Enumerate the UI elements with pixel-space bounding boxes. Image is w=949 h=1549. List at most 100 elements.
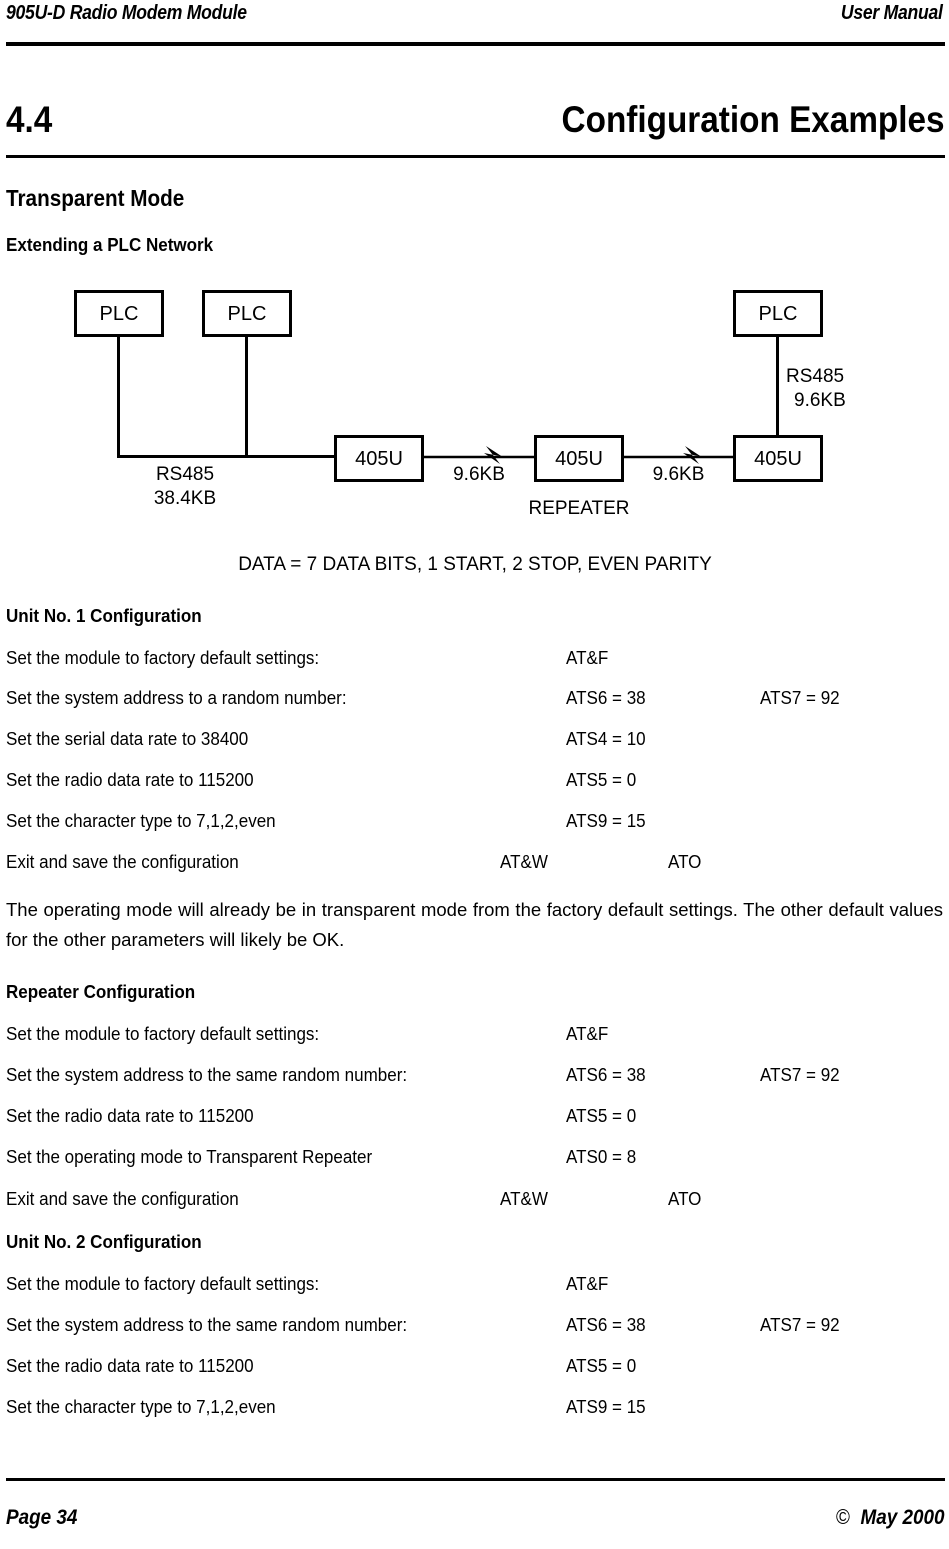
- config-row-command: ATS6 = 38: [566, 1064, 646, 1085]
- diagram-box-label: 405U: [555, 447, 603, 470]
- config-row-command-2: ATS7 = 92: [760, 1314, 840, 1335]
- config-row-label: Set the module to factory default settin…: [6, 1273, 320, 1294]
- config-row-label: Exit and save the configuration: [6, 1188, 239, 1209]
- config-row-exit: Exit and save the configuration AT&W ATO: [0, 1186, 949, 1212]
- config-row-command: AT&W: [500, 851, 548, 872]
- config-row: Set the radio data rate to 115200 ATS5 =…: [0, 1353, 949, 1379]
- diagram-label-line-1: RS485: [786, 366, 845, 387]
- diagram-caption-data-format: DATA = 7 DATA BITS, 1 START, 2 STOP, EVE…: [238, 554, 712, 575]
- config-row: Set the module to factory default settin…: [0, 1021, 949, 1047]
- config-row-command-2: ATO: [668, 851, 702, 872]
- config-row-label: Exit and save the configuration: [6, 851, 239, 872]
- diagram-box-label: PLC: [758, 302, 798, 325]
- config-row-label: Set the radio data rate to 115200: [6, 1355, 254, 1376]
- config-row-command: ATS5 = 0: [566, 1355, 637, 1376]
- diagram-box-modem-3: 405U: [733, 435, 823, 482]
- radio-link-icon: [624, 446, 733, 464]
- footer-page-number: Page 34: [6, 1506, 78, 1529]
- config-row-command: AT&F: [566, 1273, 609, 1294]
- heading-unit-1-configuration: Unit No. 1 Configuration: [6, 605, 202, 626]
- header-product-title: 905U-D Radio Modem Module: [6, 2, 247, 24]
- diagram-radio-link-1: [424, 442, 534, 474]
- config-row: Set the system address to a random numbe…: [0, 685, 949, 711]
- config-row-command-2: ATS7 = 92: [760, 1064, 840, 1085]
- config-row-label: Set the system address to the same rando…: [6, 1064, 408, 1085]
- diagram-wire-rs485-bus: [117, 455, 334, 458]
- config-row: Set the module to factory default settin…: [0, 1271, 949, 1297]
- config-row-label: Set the operating mode to Transparent Re…: [6, 1146, 373, 1167]
- footer-rule: [6, 1478, 945, 1481]
- section-heading: Configuration Examples: [561, 99, 945, 140]
- diagram-label-line-2: 38.4KB: [153, 488, 217, 509]
- diagram-wire-plc2-drop: [245, 337, 248, 458]
- diagram-label-line-1: RS485: [155, 464, 215, 485]
- section-number: 4.4: [6, 99, 53, 140]
- diagram-label-radio-rate-2: 9.6KB: [652, 464, 705, 485]
- config-row-command-2: ATO: [668, 1188, 702, 1209]
- diagram-label-repeater: REPEATER: [528, 498, 630, 519]
- config-row-label: Set the radio data rate to 115200: [6, 1105, 254, 1126]
- config-row-label: Set the radio data rate to 115200: [6, 769, 254, 790]
- diagram-box-plc-2: PLC: [202, 290, 292, 337]
- config-row-command: ATS4 = 10: [566, 728, 646, 749]
- diagram-wire-plc1-drop: [117, 337, 120, 458]
- config-row: Set the radio data rate to 115200 ATS5 =…: [0, 767, 949, 793]
- diagram-label-rs485-left: RS485 38.4KB: [120, 463, 250, 511]
- config-row-command: ATS9 = 15: [566, 1396, 646, 1417]
- config-row: Set the system address to the same rando…: [0, 1062, 949, 1088]
- diagram-label-radio-rate-1: 9.6KB: [453, 464, 505, 485]
- config-row-command: ATS5 = 0: [566, 769, 637, 790]
- page-header: 905U-D Radio Modem Module User Manual: [6, 2, 943, 32]
- config-row: Set the module to factory default settin…: [0, 645, 949, 671]
- diagram-label-rs485-right: RS485 9.6KB: [786, 365, 846, 413]
- radio-link-icon: [424, 446, 534, 464]
- config-row: Set the operating mode to Transparent Re…: [0, 1144, 949, 1170]
- note-transparent-default: The operating mode will already be in tr…: [6, 899, 943, 950]
- header-document-type: User Manual: [841, 2, 943, 24]
- section-rule: [6, 155, 945, 158]
- config-row-command: ATS0 = 8: [566, 1146, 637, 1167]
- copyright-icon: ©: [836, 1506, 851, 1529]
- config-row-command: ATS9 = 15: [566, 810, 646, 831]
- config-row-label: Set the system address to a random numbe…: [6, 687, 347, 708]
- network-diagram: PLC PLC PLC 405U 405U 405U: [0, 270, 949, 575]
- diagram-box-label: 405U: [355, 447, 403, 470]
- config-row-command: ATS5 = 0: [566, 1105, 637, 1126]
- config-row-command: AT&F: [566, 647, 609, 668]
- diagram-label-line-2: 9.6KB: [794, 390, 846, 411]
- diagram-box-label: PLC: [99, 302, 139, 325]
- config-row: Set the character type to 7,1,2,even ATS…: [0, 1394, 949, 1420]
- config-row-command: ATS6 = 38: [566, 1314, 646, 1335]
- config-row: Set the system address to the same rando…: [0, 1312, 949, 1338]
- diagram-radio-link-2: [624, 442, 733, 474]
- heading-unit-2-configuration: Unit No. 2 Configuration: [6, 1231, 202, 1252]
- footer-copyright: © May 2000: [836, 1505, 945, 1531]
- config-row-command-2: ATS7 = 92: [760, 687, 840, 708]
- diagram-wire-plc3-drop: [776, 337, 779, 435]
- config-row-command: AT&W: [500, 1188, 548, 1209]
- config-row-label: Set the character type to 7,1,2,even: [6, 1396, 276, 1417]
- config-row-command: AT&F: [566, 1023, 609, 1044]
- config-row-label: Set the character type to 7,1,2,even: [6, 810, 276, 831]
- config-row-command: ATS6 = 38: [566, 687, 646, 708]
- heading-repeater-configuration: Repeater Configuration: [6, 981, 196, 1002]
- diagram-box-modem-1: 405U: [334, 435, 424, 482]
- footer-date: May 2000: [860, 1506, 945, 1529]
- diagram-box-plc-1: PLC: [74, 290, 164, 337]
- config-row-label: Set the module to factory default settin…: [6, 1023, 320, 1044]
- diagram-box-plc-3: PLC: [733, 290, 823, 337]
- config-row-label: Set the module to factory default settin…: [6, 647, 320, 668]
- section-title-bar: 4.4 Configuration Examples: [6, 98, 945, 144]
- config-row-label: Set the system address to the same rando…: [6, 1314, 408, 1335]
- diagram-box-label: PLC: [227, 302, 267, 325]
- heading-extending-plc-network: Extending a PLC Network: [6, 234, 214, 255]
- diagram-box-label: 405U: [754, 447, 802, 470]
- config-row-exit: Exit and save the configuration AT&W ATO: [0, 849, 949, 875]
- config-row: Set the serial data rate to 38400 ATS4 =…: [0, 726, 949, 752]
- header-rule: [6, 42, 945, 46]
- diagram-box-modem-2-repeater: 405U: [534, 435, 624, 482]
- config-row-label: Set the serial data rate to 38400: [6, 728, 249, 749]
- config-row: Set the character type to 7,1,2,even ATS…: [0, 808, 949, 834]
- config-row: Set the radio data rate to 115200 ATS5 =…: [0, 1103, 949, 1129]
